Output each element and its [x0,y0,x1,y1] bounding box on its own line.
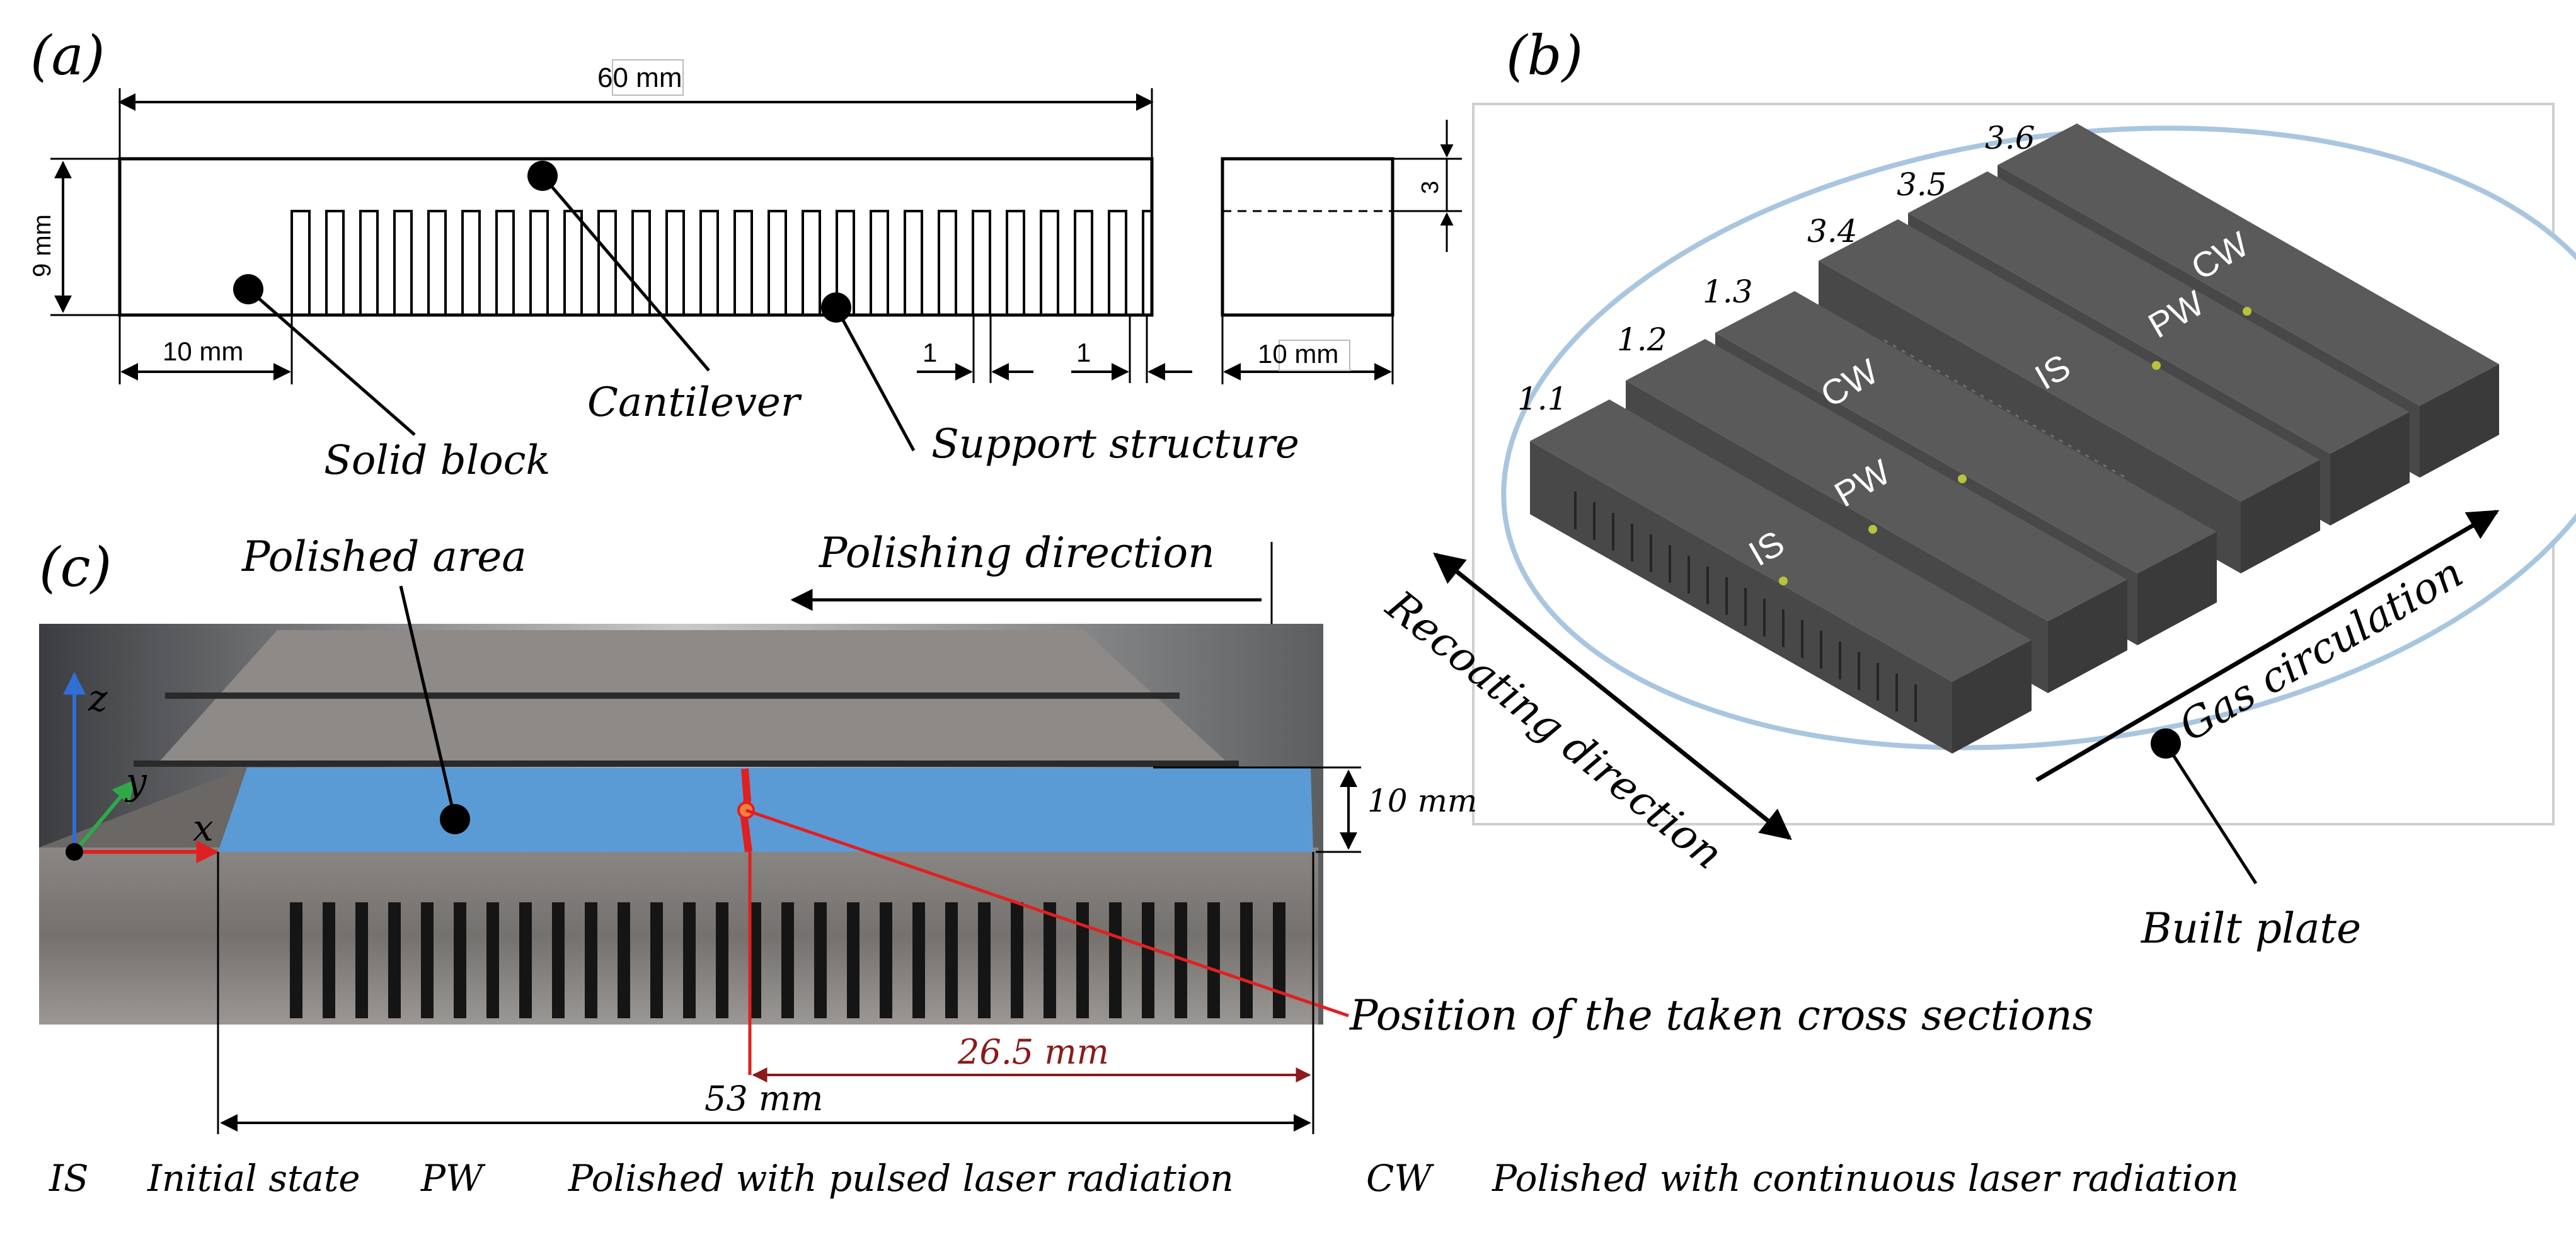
block-1-3-top [1715,291,2217,573]
callout-cantilever: Cantilever [587,379,802,426]
axis-y-label: y [124,760,147,803]
support-teeth [120,210,1152,316]
callout-support-structure: Support structure [931,421,1299,468]
legend-abbr-pw: PW [420,1157,486,1200]
row-label-1-2: 1.2 [1617,321,1667,358]
marker-dot [2243,307,2251,316]
dim-tooth-2-label: 1 [1076,338,1091,367]
row-label-1-3: 1.3 [1703,273,1753,310]
block-3-6-top [1998,123,2499,406]
dim-10-solid-label: 10 mm [163,336,243,366]
marker-dot [1779,577,1788,585]
row-label-1-1: 1.1 [1517,381,1568,417]
polished-area-label: Polished area [241,532,527,581]
dim-tooth-1-label: 1 [923,338,937,367]
callout-line-cantilever [541,175,710,372]
block-1-3-front [2137,532,2217,645]
callout-line-support [834,306,916,452]
row-label-3-5: 3.5 [1897,166,1947,203]
side-view-outline [1221,157,1394,317]
block-3-6-front [2420,364,2499,478]
recoating-arrow [1433,552,1792,841]
callout-line-solid [247,288,416,436]
block-1-2-top [1626,339,2127,621]
gas-arrow [2035,509,2500,783]
marker-dot [1868,525,1877,534]
legend-text-pw: Polished with pulsed laser radiation [568,1157,1234,1200]
panel-b-label: (b) [1506,25,1583,88]
dim-3-label: 3 [1417,181,1444,194]
block-3-4-slots [1883,339,2130,481]
cross-section-label: Position of the taken cross sections [1349,991,2094,1040]
cross-section-callout-line [745,808,1349,1018]
polishing-direction-label: Polishing direction [819,529,1215,577]
marker-dot [2152,361,2161,370]
block-3-4-top [1819,219,2320,502]
marker-dot [1958,474,1967,483]
polished-area [218,767,1313,852]
row-label-3-6: 3.6 [1985,120,2035,156]
axis-x-label: x [193,807,214,849]
dim-9-label: 9 mm [28,214,56,277]
block-1-2-front [2048,580,2127,693]
legend-text-is: Initial state [147,1157,360,1200]
dim-53-label: 53 mm [704,1079,823,1118]
dim-10-height-label: 10 mm [1367,783,1477,819]
panel-c-label: (c) [39,536,112,599]
callout-line-polished [399,585,457,820]
callout-built-plate: Built plate [2141,904,2361,953]
legend-abbr-is: IS [49,1157,89,1200]
block-3-4-front [2241,460,2320,573]
callout-solid-block: Solid block [324,437,550,484]
axis-y [72,779,135,853]
axis-z-label: z [88,677,108,720]
dim-26-5-label: 26.5 mm [957,1032,1109,1072]
dim-60-label: 60 mm [597,62,682,93]
dim-label-box [1279,340,1350,371]
legend-text-cw: Polished with continuous laser radiation [1492,1157,2239,1200]
legend: IS Initial state PW Polished with pulsed… [49,1157,2239,1200]
block-3-5-top [1908,171,2410,454]
dim-10-side-label: 10 mm [1258,339,1338,369]
part-outline [118,157,1154,317]
panel-a-label: (a) [30,25,105,88]
axis-origin [66,843,83,861]
row-label-3-4: 3.4 [1807,213,1858,250]
block-1-1-front [1952,640,2032,754]
block-1-1-top [1530,399,2032,682]
legend-abbr-cw: CW [1366,1157,1434,1200]
callout-line-plate [2164,742,2258,885]
block-3-5-front [2330,412,2410,526]
dim-label-box [612,59,684,96]
